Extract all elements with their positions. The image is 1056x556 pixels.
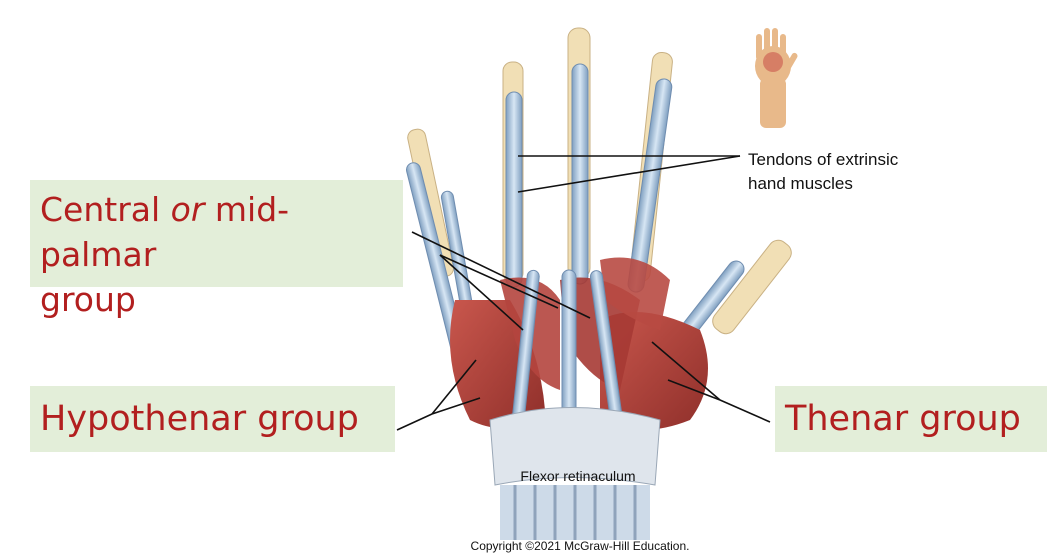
flexor-retinaculum-band (489, 407, 661, 540)
tendons-label: Tendons of extrinsic hand muscles (748, 148, 898, 196)
thenar-group-label: Thenar group (775, 386, 1047, 452)
flexor-retinaculum-label: Flexor retinaculum (520, 468, 636, 484)
tendons-label-line2: hand muscles (748, 174, 853, 193)
palm-muscles (450, 257, 708, 430)
hypothenar-group-label: Hypothenar group (30, 386, 395, 452)
reference-hand-icon (755, 28, 798, 128)
tendons-label-line1: Tendons of extrinsic (748, 150, 899, 169)
central-label-or: or (170, 190, 205, 229)
leader-lines (396, 155, 771, 431)
central-label-part2: mid-palmar (40, 190, 290, 274)
central-group-label: Central or mid-palmar group (30, 180, 403, 319)
copyright-text: Copyright ©2021 McGraw-Hill Education. (470, 539, 690, 553)
central-label-part1: Central (40, 190, 171, 229)
central-label-line2: group (40, 280, 136, 319)
